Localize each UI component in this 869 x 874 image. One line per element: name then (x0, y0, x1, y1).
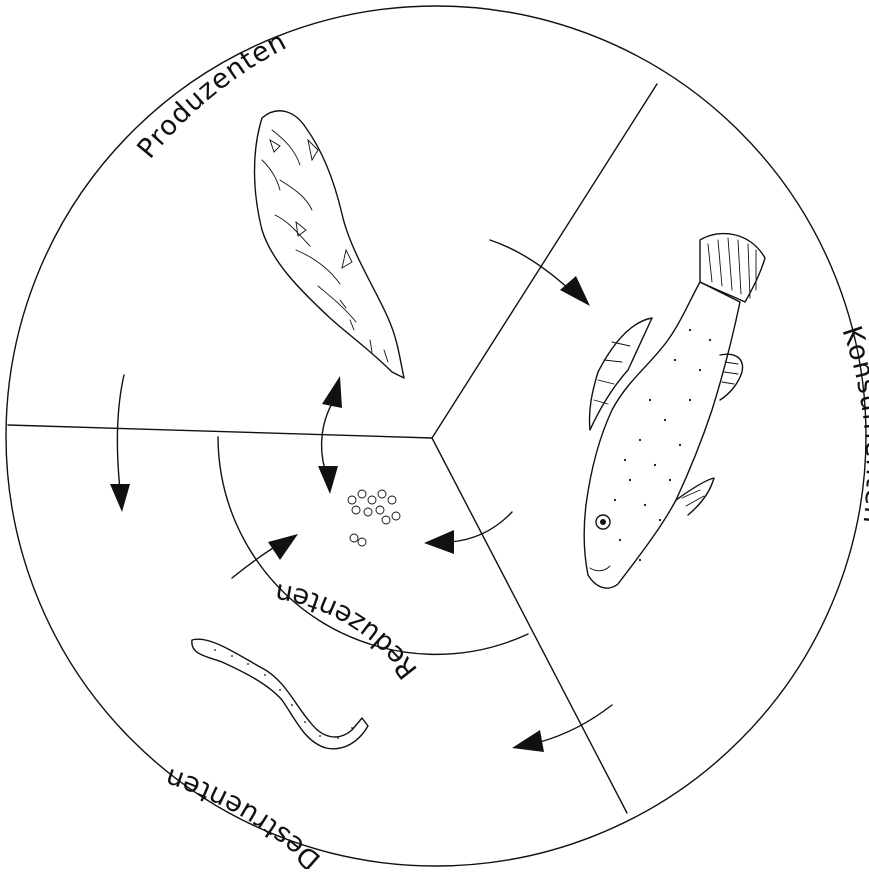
arrow-consumers-to-destruents (512, 705, 612, 752)
divider-consumers-destruents (432, 438, 627, 813)
label-destruents: Destruenten (161, 761, 327, 869)
arrow-consumers-to-reducers (424, 512, 512, 554)
label-reducers: Reduzenten (272, 577, 424, 685)
divider-producers-consumers (432, 84, 657, 438)
divider-producers-destruents (8, 425, 432, 438)
label-producers: Produzenten (131, 26, 292, 165)
arrow-producers-to-destruents (110, 375, 130, 512)
fish-illustration (584, 234, 765, 589)
arrow-producers-to-consumers (490, 240, 590, 306)
bacteria-cluster (348, 490, 400, 546)
worm-illustration (192, 639, 368, 749)
seaweed-illustration (255, 111, 405, 378)
label-consumers: Konsumenten (835, 322, 869, 526)
outer-circle (6, 6, 866, 866)
